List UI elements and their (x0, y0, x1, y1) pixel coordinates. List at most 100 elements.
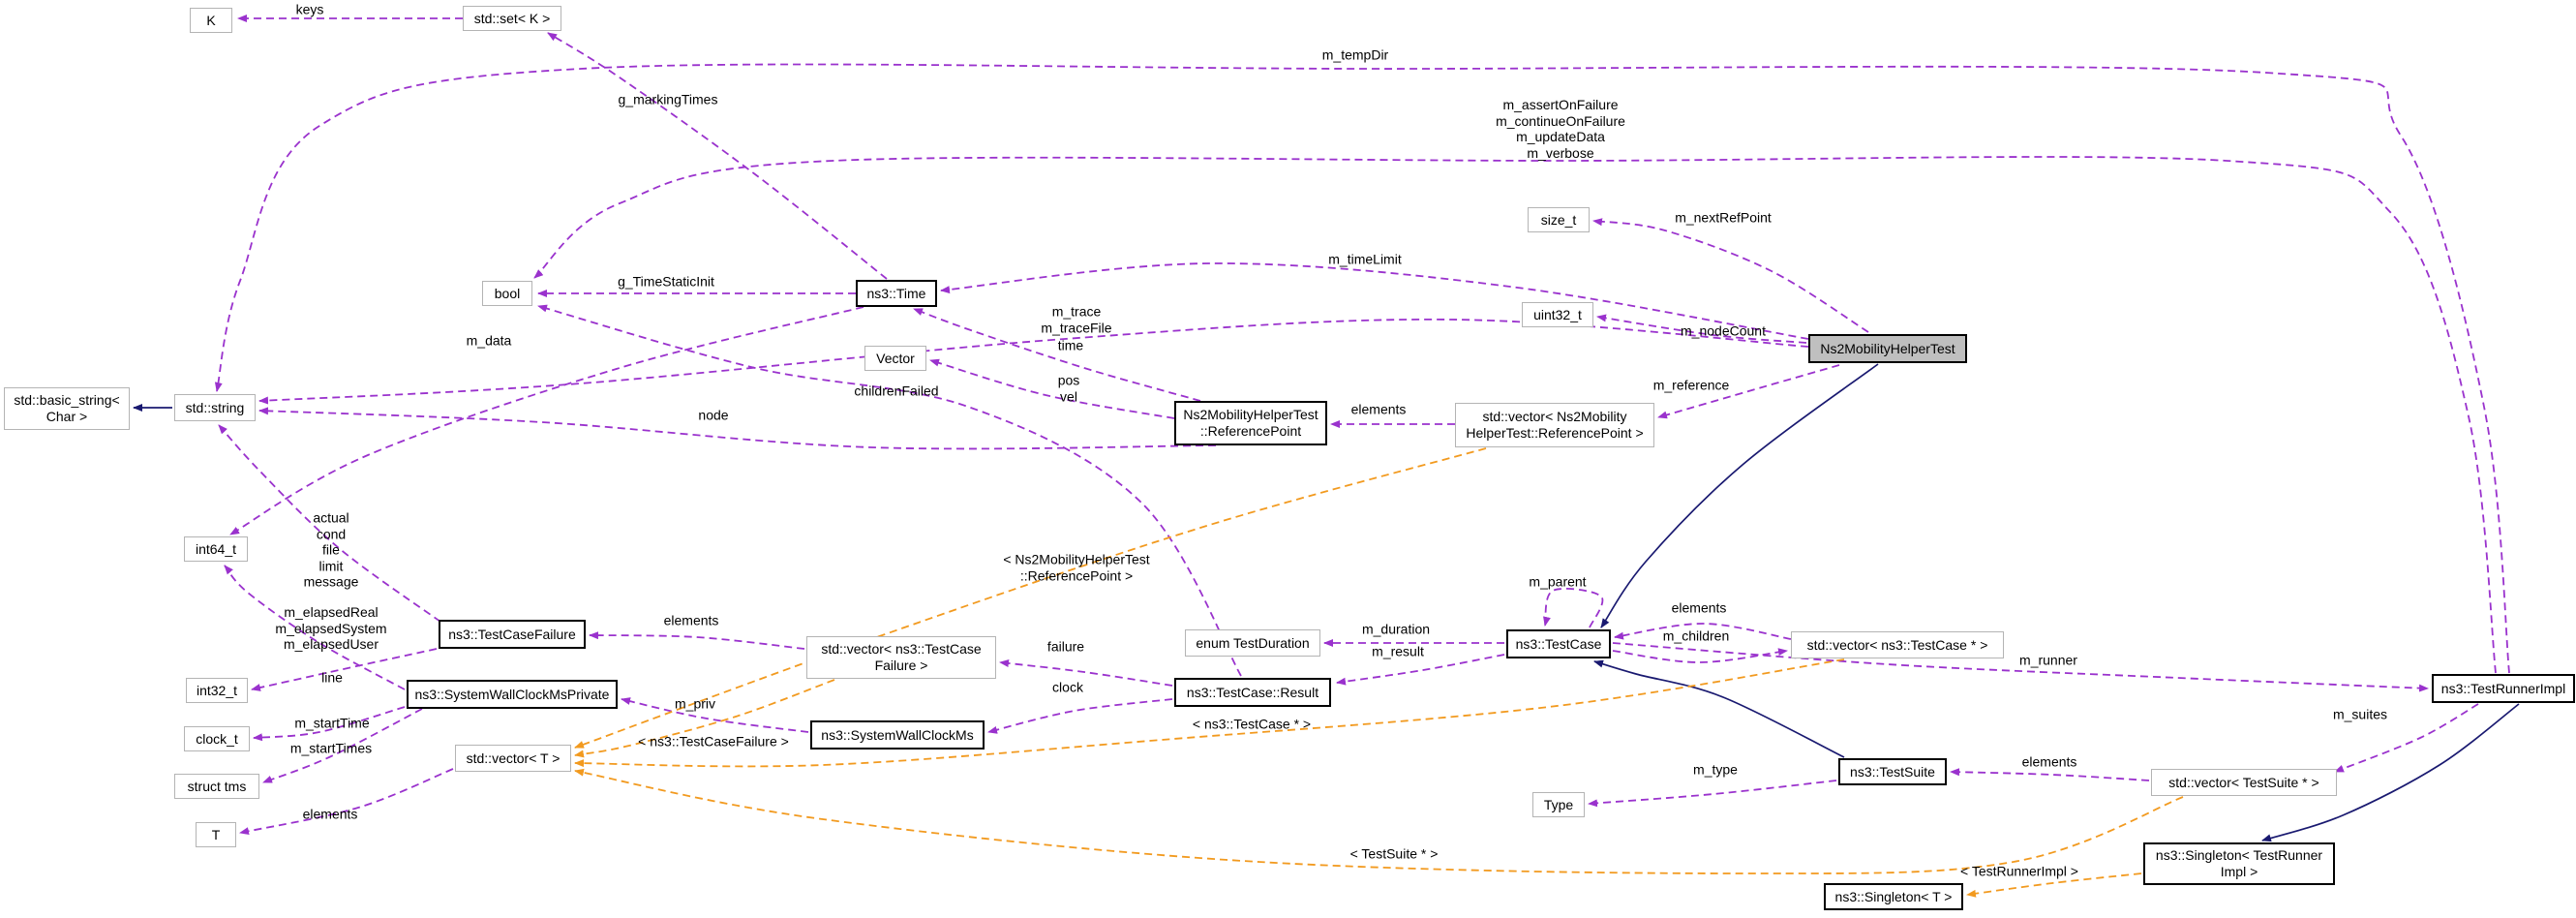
class-node-testcasefailure[interactable]: ns3::TestCaseFailure (439, 620, 586, 649)
edge-time (913, 308, 1201, 402)
class-node-label-refpoint: Ns2MobilityHelperTest ::ReferencePoint (1183, 407, 1318, 439)
class-node-singleton-tri[interactable]: ns3::Singleton< TestRunner Impl > (2143, 842, 2335, 885)
edge-label-pos-vel: pos vel (1057, 372, 1080, 404)
class-node-label-int64-t: int64_t (195, 540, 237, 557)
edge-m_suites (2334, 703, 2479, 773)
edge-label-m_timeLimit: m_timeLimit (1328, 251, 1402, 267)
edge-label-m_priv: m_priv (674, 695, 716, 712)
class-node-bool[interactable]: bool (482, 281, 532, 306)
class-node-t[interactable]: T (196, 822, 236, 847)
class-node-label-int32-t: int32_t (196, 682, 238, 698)
class-node-label-singleton-t: ns3::Singleton< T > (1834, 888, 1953, 904)
edge-label-m_runner: m_runner (2019, 652, 2077, 668)
edge-label-tmpl-tcf: < ns3::TestCaseFailure > (638, 733, 789, 750)
class-node-size-t[interactable]: size_t (1528, 207, 1590, 232)
edge-label-m_startTime: m_startTime (294, 715, 370, 731)
class-node-vec-testcasefailure[interactable]: std::vector< ns3::TestCase Failure > (806, 636, 996, 679)
class-node-vec-t[interactable]: std::vector< T > (455, 745, 571, 772)
class-node-refpoint[interactable]: Ns2MobilityHelperTest ::ReferencePoint (1174, 401, 1327, 445)
class-node-uint32-t[interactable]: uint32_t (1522, 302, 1593, 327)
edge-elements-testcase (1614, 623, 1792, 640)
edge-label-failure-fields: actual cond file limit message (303, 509, 359, 590)
edge-label-elements-refpoint: elements (1350, 401, 1407, 417)
edge-failure (999, 659, 1173, 687)
class-node-label-clock-t: clock_t (196, 730, 238, 747)
class-node-swcmp[interactable]: ns3::SystemWallClockMsPrivate (407, 680, 618, 709)
class-node-set-k[interactable]: std::set< K > (463, 6, 561, 31)
class-node-testcase[interactable]: ns3::TestCase (1506, 629, 1611, 658)
class-node-label-k: K (206, 12, 216, 28)
class-node-label-vec-testcase: std::vector< ns3::TestCase * > (1806, 636, 1988, 653)
edge-m_result (1336, 654, 1505, 686)
class-node-int32-t[interactable]: int32_t (186, 678, 248, 703)
edge-label-m_elapsed: m_elapsedReal m_elapsedSystem m_elapsedU… (275, 604, 387, 653)
edge-label-m_tempDir: m_tempDir (1321, 46, 1389, 63)
class-node-result[interactable]: ns3::TestCase::Result (1174, 678, 1331, 707)
edge-label-elements-testcase: elements (1671, 599, 1727, 616)
edge-label-elements-testsuite: elements (2021, 753, 2077, 770)
class-node-int64-t[interactable]: int64_t (184, 536, 248, 562)
edge-label-g_markingTimes: g_markingTimes (618, 91, 718, 107)
edge-m_flags (533, 156, 2497, 674)
edge-label-m_duration: m_duration (1361, 621, 1431, 637)
edge-inherit-tri-singleton (2261, 703, 2520, 842)
class-node-label-swcmp: ns3::SystemWallClockMsPrivate (414, 686, 610, 702)
edge-m_tempDir (214, 63, 2510, 674)
class-node-label-type: Type (1543, 796, 1574, 812)
edge-label-m_result: m_result (1372, 643, 1424, 659)
edge-g_markingTimes (547, 32, 888, 280)
class-node-testsuite[interactable]: ns3::TestSuite (1838, 758, 1947, 785)
edge-label-clock: clock (1052, 679, 1083, 695)
edge-label-m_type: m_type (1693, 761, 1738, 778)
class-node-singleton-t[interactable]: ns3::Singleton< T > (1824, 883, 1963, 910)
edge-m_nextRefPoint (1592, 218, 1869, 333)
edge-label-m_flags: m_assertOnFailure m_continueOnFailure m_… (1496, 96, 1625, 161)
edge-label-failure: failure (1046, 638, 1085, 655)
class-node-k[interactable]: K (190, 8, 232, 33)
class-node-type[interactable]: Type (1532, 792, 1585, 817)
class-node-testrunnerimpl[interactable]: ns3::TestRunnerImpl (2432, 674, 2575, 703)
class-node-label-time: ns3::Time (866, 285, 926, 301)
edge-label-tmpl-testsuite: < TestSuite * > (1349, 845, 1439, 862)
class-node-enum-testduration[interactable]: enum TestDuration (1185, 629, 1320, 657)
class-node-vec-testsuite[interactable]: std::vector< TestSuite * > (2151, 769, 2337, 796)
edge-m_priv (621, 697, 809, 733)
class-node-label-testcasefailure: ns3::TestCaseFailure (448, 626, 576, 642)
class-node-basic-string[interactable]: std::basic_string< Char > (4, 387, 130, 430)
edge-label-m_nextRefPoint: m_nextRefPoint (1675, 209, 1772, 226)
edge-label-elements-t: elements (302, 806, 358, 822)
edge-m_nodeCount (1596, 314, 1807, 344)
edge-tmpl-refpoint (574, 447, 1487, 749)
class-node-label-swcm: ns3::SystemWallClockMs (821, 726, 974, 743)
class-node-string[interactable]: std::string (174, 394, 256, 421)
class-node-label-basic-string: std::basic_string< Char > (14, 392, 120, 424)
class-node-label-vec-t: std::vector< T > (466, 750, 561, 766)
class-node-struct-tms[interactable]: struct tms (174, 774, 259, 799)
edge-label-line: line (321, 669, 343, 686)
edge-pos-vel (929, 358, 1175, 419)
class-node-label-testsuite: ns3::TestSuite (1850, 763, 1935, 780)
class-node-label-testrunnerimpl: ns3::TestRunnerImpl (2440, 680, 2566, 696)
class-node-label-set-k: std::set< K > (473, 10, 551, 26)
class-node-label-enum-testduration: enum TestDuration (1196, 634, 1310, 651)
class-node-label-t: T (211, 826, 221, 842)
edge-label-childrenFailed: childrenFailed (854, 382, 939, 399)
edge-tmpl-tcf (574, 679, 835, 758)
class-node-time[interactable]: ns3::Time (856, 280, 937, 307)
class-node-label-vector3d: Vector (876, 350, 915, 366)
class-node-clock-t[interactable]: clock_t (184, 726, 250, 751)
edge-tmpl-singleton (1966, 872, 2142, 898)
edge-label-m_trace: m_trace m_traceFile (1041, 303, 1112, 335)
edge-label-elements-tcf: elements (663, 612, 719, 628)
edge-label-m_data: m_data (466, 332, 512, 349)
edge-label-m_children: m_children (1662, 627, 1730, 644)
class-node-vec-refpoint[interactable]: std::vector< Ns2Mobility HelperTest::Ref… (1455, 403, 1654, 447)
edge-elements-t (239, 768, 454, 836)
edge-label-g_TimeStaticInit: g_TimeStaticInit (618, 273, 714, 290)
class-node-swcm[interactable]: ns3::SystemWallClockMs (810, 720, 985, 750)
class-node-main: Ns2MobilityHelperTest (1808, 334, 1967, 363)
class-node-vector3d[interactable]: Vector (864, 346, 926, 371)
class-node-vec-testcase[interactable]: std::vector< ns3::TestCase * > (1791, 631, 2004, 658)
edge-label-m_parent: m_parent (1529, 573, 1587, 590)
